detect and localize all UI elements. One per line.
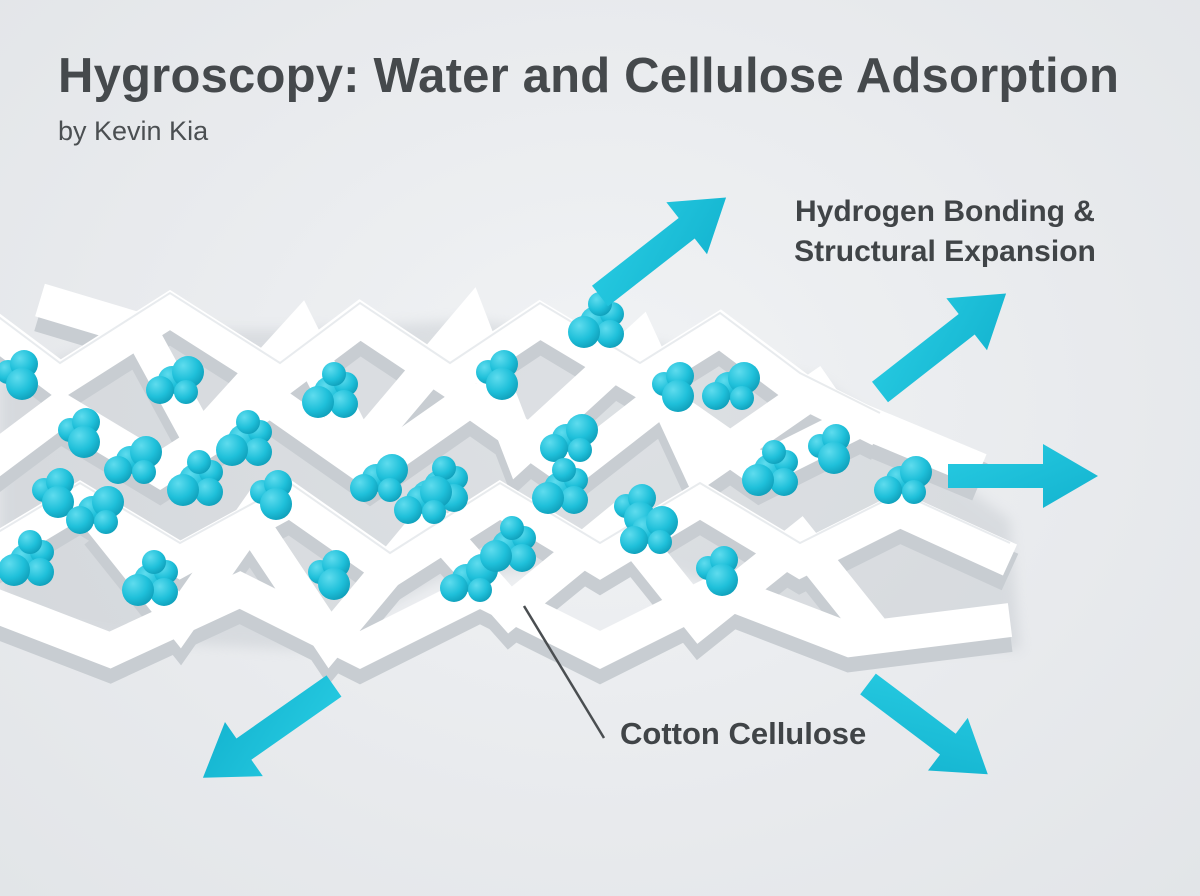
water-molecule-icon (808, 424, 850, 474)
water-molecule-icon (874, 456, 932, 504)
water-molecule-icon (696, 546, 738, 596)
water-molecule-icon (652, 362, 694, 412)
water-molecule-icon (122, 550, 178, 606)
water-molecule-icon (350, 454, 408, 502)
water-molecule-icon (0, 530, 54, 586)
cotton-cellulose-label: Cotton Cellulose (620, 716, 867, 751)
water-molecule-icon (0, 350, 38, 400)
cellulose-leader-line (522, 605, 606, 739)
expansion-arrow-icon (591, 197, 727, 307)
water-molecule-icon (250, 470, 292, 520)
water-molecule-icon (480, 516, 536, 572)
expansion-arrow-icon (202, 675, 342, 778)
page-title: Hygroscopy: Water and Cellulose Adsorpti… (58, 49, 1120, 103)
expansion-arrow-icon (948, 444, 1098, 508)
bonding-label-line1: Hydrogen Bonding & (795, 195, 1095, 228)
water-molecule-icon (302, 362, 358, 418)
expansion-arrow-icon (871, 293, 1007, 403)
water-molecule-icon (32, 468, 74, 518)
bonding-label-line2: Structural Expansion (794, 235, 1096, 268)
expansion-arrow-icon (860, 673, 988, 775)
water-molecule-icon (167, 450, 223, 506)
expansion-arrows (202, 197, 1098, 778)
water-molecule-icon (476, 350, 518, 400)
water-molecule-icon (104, 436, 162, 484)
water-molecule-icon (568, 292, 624, 348)
water-molecule-icon (216, 410, 272, 466)
water-molecule-icon (620, 506, 678, 554)
bonding-expansion-label: Hydrogen Bonding & Structural Expansion (760, 192, 1130, 272)
water-molecule-icon (66, 486, 124, 534)
water-molecule-icon (742, 440, 798, 496)
water-molecule-icon (308, 550, 350, 600)
water-molecule-icon (702, 362, 760, 410)
water-molecule-icon (440, 554, 498, 602)
author-byline: by Kevin Kia (58, 116, 209, 146)
water-molecule-icon (146, 356, 204, 404)
water-molecule-icon (394, 476, 452, 524)
water-molecule-icon (540, 414, 598, 462)
water-molecule-icon (532, 458, 588, 514)
water-molecule-icon (58, 408, 100, 458)
water-molecules (0, 292, 932, 606)
